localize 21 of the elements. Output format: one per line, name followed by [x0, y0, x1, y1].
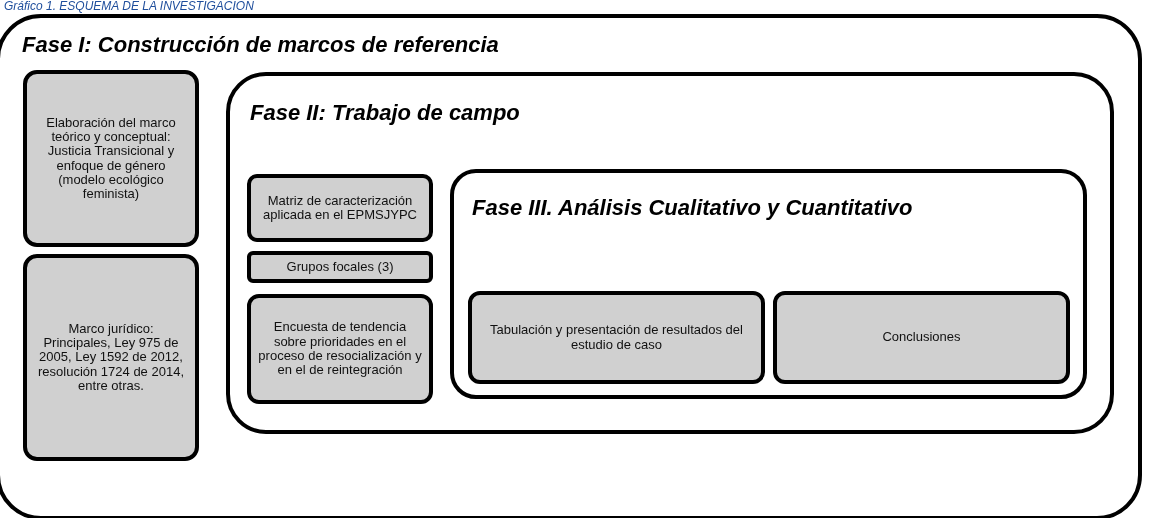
phase-container: [450, 169, 1087, 399]
phase-container: [0, 14, 1142, 518]
box-text: Encuesta de tendencia sobre prioridades en el proceso de resocialización y en el de reintegración: [257, 320, 423, 378]
box-text: Grupos focales (3): [286, 259, 394, 275]
box-text: Marco jurídico: Principales, Ley 975 de 2005, Ley 1592 de 2012, resolución 1724 de 2014, entre otras.: [37, 321, 185, 394]
process-box: [247, 294, 433, 404]
process-box: [773, 291, 1070, 384]
process-box: [247, 251, 433, 283]
box-text: Tabulación y presentación de resultados del estudio de caso: [489, 323, 744, 352]
phase-heading: Fase III. Análisis Cualitativo y Cuantitativo: [472, 195, 913, 221]
process-box: [23, 70, 199, 247]
box-text: Conclusiones: [882, 330, 961, 345]
process-box: [247, 174, 433, 242]
process-box: [23, 254, 199, 461]
process-box: [468, 291, 765, 384]
box-text: Elaboración del marco teórico y conceptual: Justicia Transicional y enfoque de género (modelo ecológico feminista): [45, 115, 177, 202]
figure-title: Gráfico 1. ESQUEMA DE LA INVESTIGACIÓN: [4, 0, 254, 13]
phase-container: [226, 72, 1114, 434]
phase-heading: Fase II: Trabajo de campo: [250, 100, 520, 126]
box-text: Matriz de caracterización aplicada en el EPMSJYPC: [262, 193, 418, 223]
phase-heading: Fase I: Construcción de marcos de referencia: [22, 32, 499, 58]
